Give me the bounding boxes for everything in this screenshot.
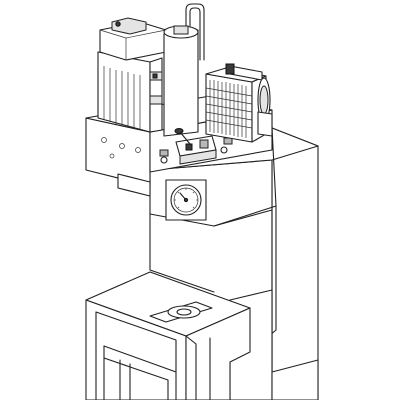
accumulator: [163, 3, 205, 137]
electric-motor: [97, 17, 167, 133]
press-table: [85, 271, 251, 400]
directional-valve: [160, 128, 228, 165]
pressure-gauge: [165, 179, 207, 221]
cooling-fan: [225, 63, 273, 137]
